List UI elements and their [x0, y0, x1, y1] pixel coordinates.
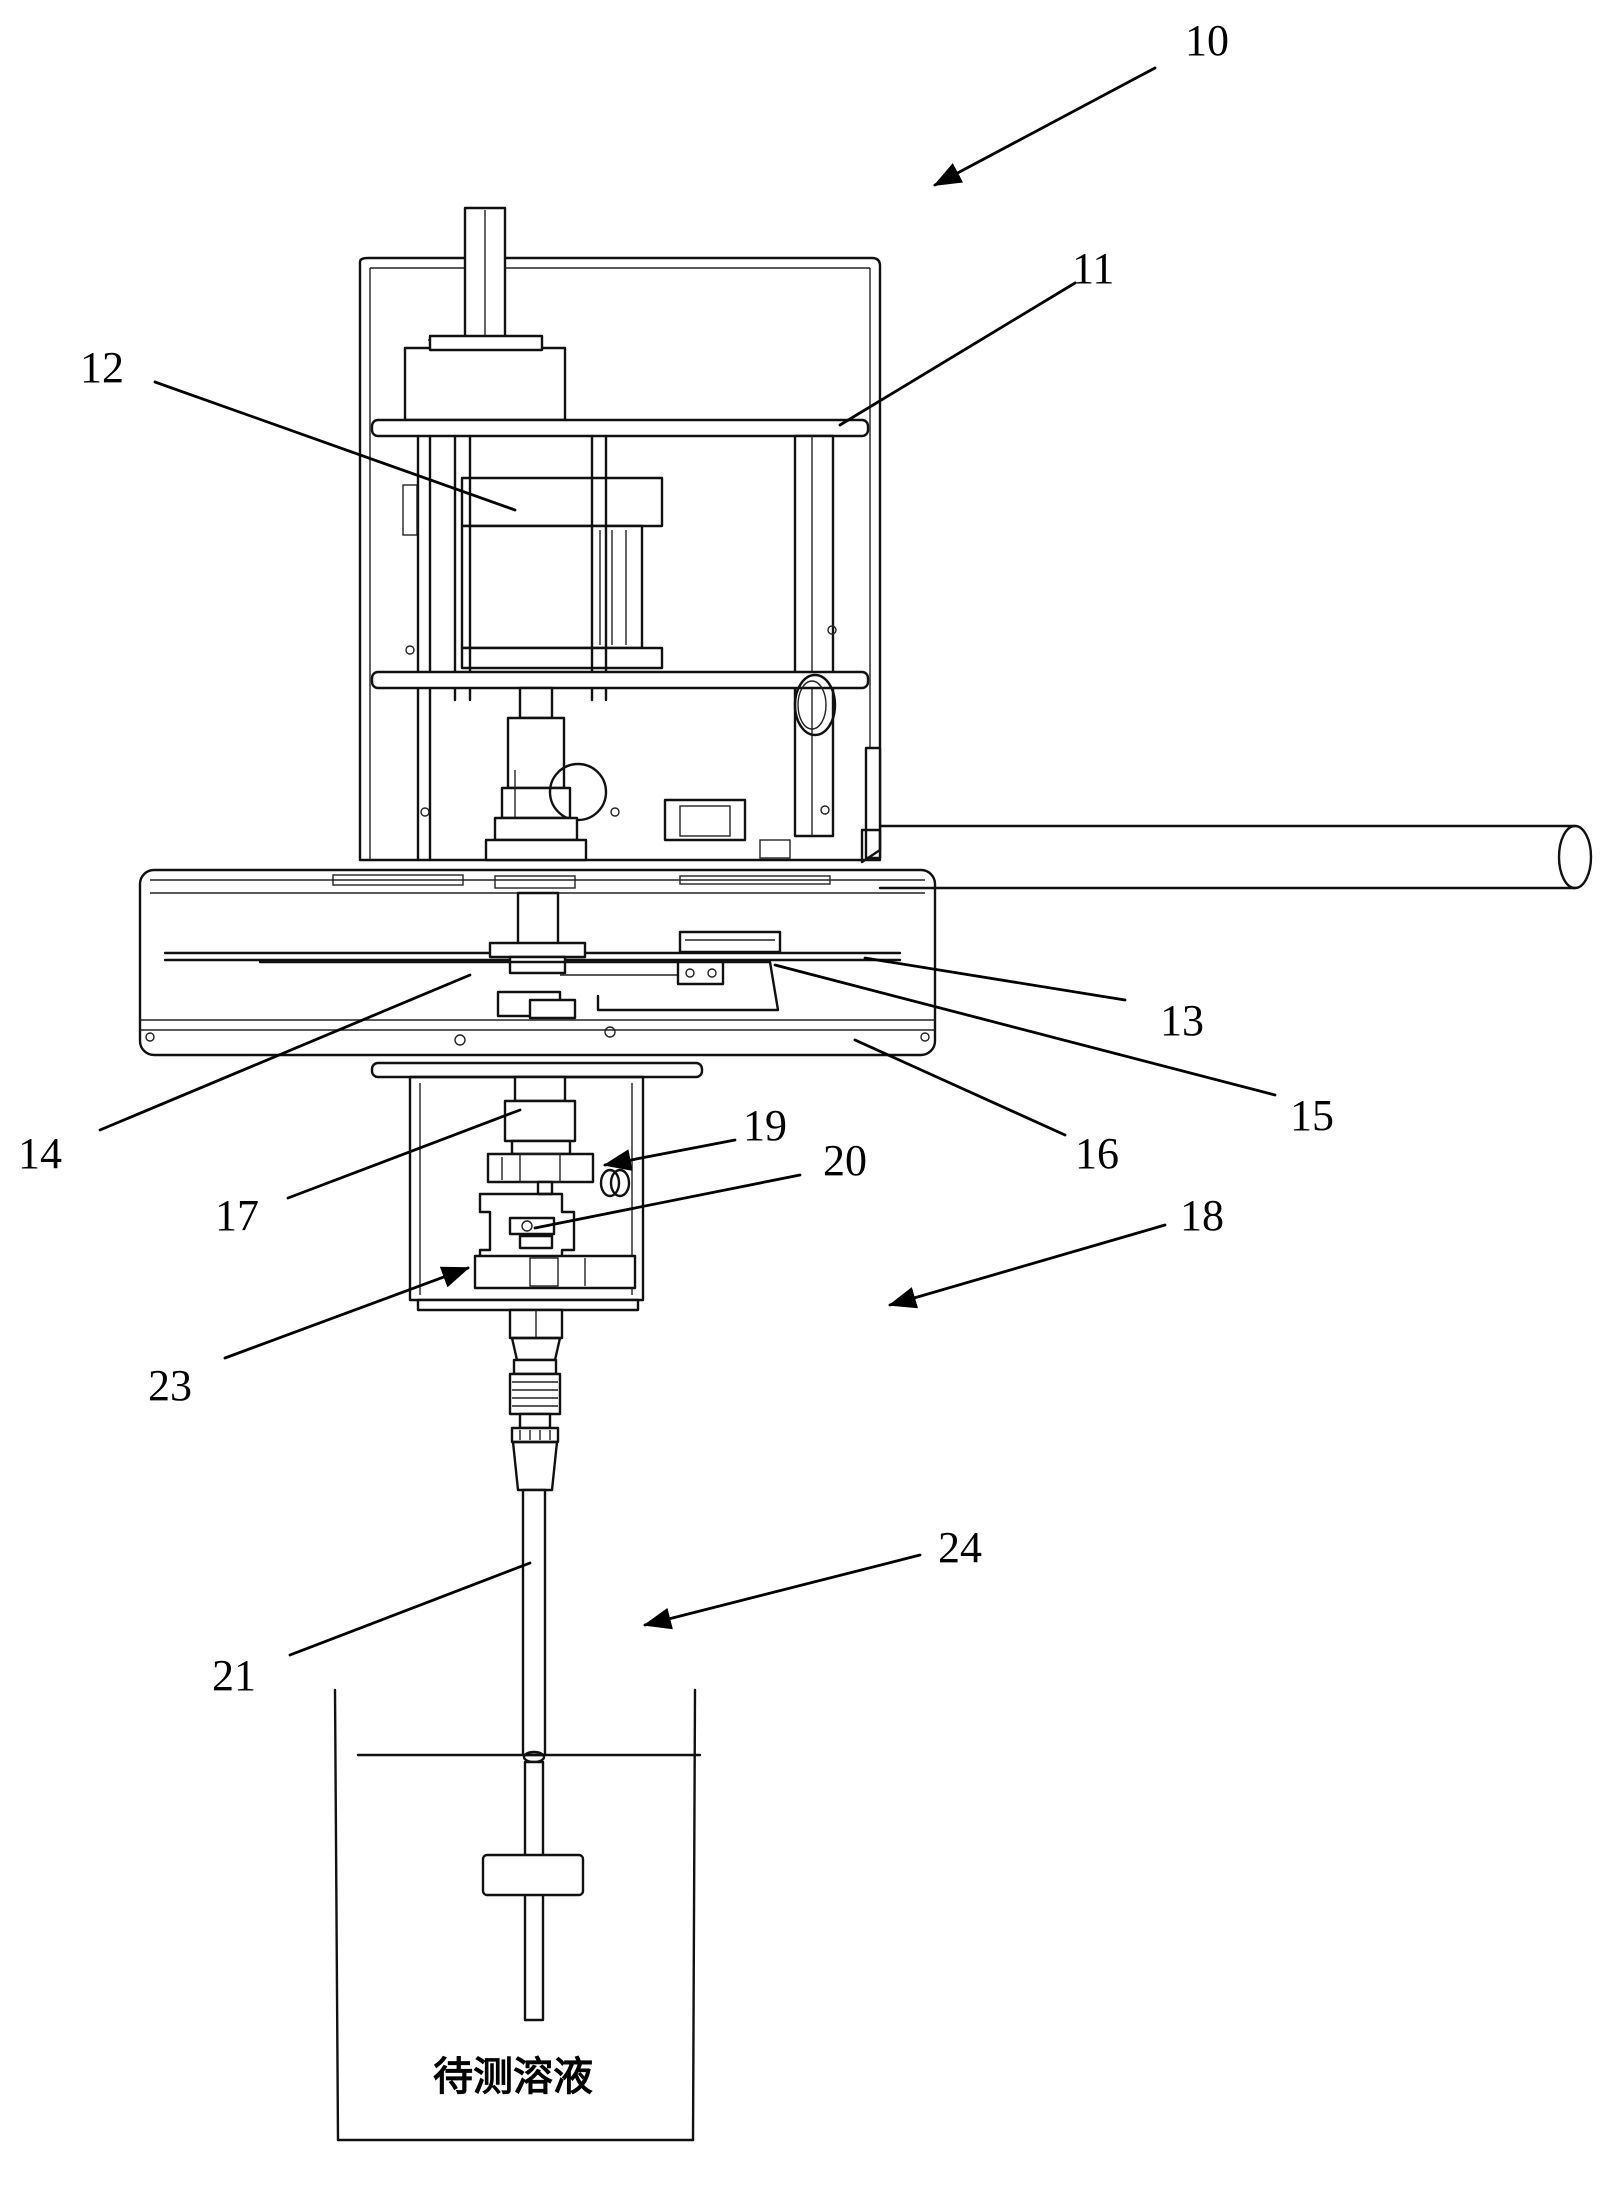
- arrow-19: [605, 1140, 735, 1165]
- label-21: 21: [212, 1651, 256, 1700]
- probe-connector: [510, 1310, 562, 1490]
- label-19: 19: [743, 1101, 787, 1150]
- label-24: 24: [938, 1523, 982, 1572]
- leader-14: [100, 975, 470, 1130]
- lower-plate: [372, 672, 868, 688]
- arrow-18: [890, 1225, 1165, 1305]
- label-13: 13: [1160, 996, 1204, 1045]
- label-20: 20: [823, 1136, 867, 1185]
- lower-disc: [372, 1063, 702, 1077]
- label-12: 12: [80, 343, 124, 392]
- upper-plate: [372, 420, 868, 436]
- upper-coupling: [486, 688, 790, 860]
- arrow-23: [225, 1268, 468, 1358]
- label-17: 17: [215, 1191, 259, 1240]
- top-shaft: [465, 208, 505, 348]
- leader-17: [288, 1110, 520, 1198]
- leader-11: [840, 283, 1075, 425]
- side-rod: [862, 748, 1591, 888]
- label-14: 14: [18, 1129, 62, 1178]
- beaker-caption: 待测溶液: [433, 2054, 593, 2100]
- arrow-24: [645, 1555, 920, 1625]
- label-23: 23: [148, 1361, 192, 1410]
- leader-21: [290, 1563, 530, 1655]
- label-18: 18: [1180, 1191, 1224, 1240]
- motor-top-block: [405, 336, 565, 420]
- arrow-10: [935, 68, 1155, 185]
- label-10: 10: [1185, 16, 1229, 65]
- leader-13: [865, 958, 1125, 1000]
- label-15: 15: [1290, 1091, 1334, 1140]
- motor-body: [403, 478, 662, 668]
- stirrer-disc: [483, 1855, 583, 1895]
- lower-shaft-parts: [475, 1077, 635, 1288]
- leader-lines: [100, 68, 1275, 1655]
- label-16: 16: [1075, 1129, 1119, 1178]
- label-11: 11: [1072, 244, 1114, 293]
- leader-16: [855, 1040, 1065, 1135]
